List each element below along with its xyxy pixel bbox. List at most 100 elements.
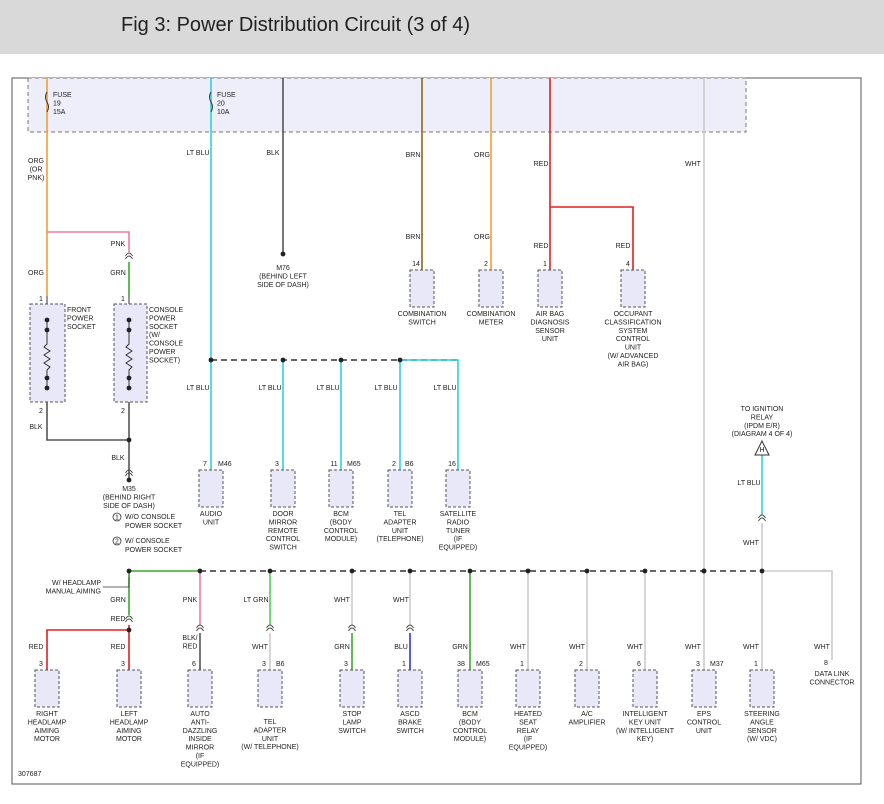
wire-label-ltblu-sat: LT BLU [433,385,456,392]
legend-1-mark [112,512,122,522]
wire-label-brn-14: BRN [406,234,421,241]
eps-control-pin: 3 [696,661,700,668]
wire-label-wht-steer: WHT [743,644,760,651]
wire-label-ltblu-tel: LT BLU [374,385,397,392]
ac-amplifier-pin: 2 [579,661,583,668]
marks [29,91,775,708]
combination-switch-body [409,269,435,308]
bus-junction-dot [267,568,273,574]
ground-dot [126,477,132,483]
wire-label-blk-console: BLK [111,455,125,462]
right-hl-motor-pin: 3 [39,661,43,668]
wire-label-pnk-auto: PNK [183,597,198,604]
wire-label-brn-top: BRN [406,152,421,159]
legend-1-mark-text: 1 [115,515,119,522]
connector-icon [196,624,204,632]
bus-junction-dot [584,568,590,574]
wire-label-org2-top: ORG [474,152,490,159]
wire-label-org-2: ORG [474,234,490,241]
connector-icon [758,514,766,522]
socket-terminal-dot [126,385,132,391]
junction-dot [701,568,707,574]
socket-terminal-dot [44,317,50,323]
bus-junction-dot [407,568,413,574]
bcm-top-body [328,469,354,508]
wire-label-wht-eps: WHT [685,644,702,651]
connector-icon [125,252,133,260]
wire-label-ltblu-top: LT BLU [186,150,209,157]
wire-label-grn-stop: GRN [334,644,350,651]
wire-label-org-front: ORG [28,270,44,277]
audio-unit-body [198,469,224,508]
left-hl-motor-body [116,669,142,708]
socket-terminal-dot [126,327,132,333]
wire-red-branch [550,206,634,270]
front-power-socket-pin-2: 2 [39,408,43,415]
bus-junction-dot [759,568,765,574]
audio-unit-connector-id: M46 [218,461,232,468]
wire-label-wht-dlc: WHT [814,644,831,651]
wire-label-wht-ascd: WHT [393,597,410,604]
wire-label-ltblu-door: LT BLU [258,385,281,392]
wire-label-wht-relay: WHT [743,540,760,547]
bus-junction-dot [642,568,648,574]
tel-adapter-top-connector-id: B6 [405,461,414,468]
bus-junction-dot [467,568,473,574]
eps-control-body [691,669,717,708]
bcm-bot-connector-id: M65 [476,661,490,668]
bus-junction-dot [349,568,355,574]
satellite-tuner-pin: 16 [448,461,456,468]
data-link-pin: 8 [824,660,828,667]
bus-junction-dot [338,357,344,363]
bus-junction-dot [126,568,132,574]
left-hl-motor-pin: 3 [121,661,125,668]
connector-icon [348,624,356,632]
ascd-brake-switch-body [397,669,423,708]
wire-label-wht-top: WHT [685,161,702,168]
fuse-block [27,77,747,133]
socket-terminal-dot [44,385,50,391]
wire-label-wht-seat: WHT [510,644,527,651]
tel-adapter-top-body [387,469,413,508]
junction-mark: H [759,447,764,454]
legend-2-mark [112,536,122,546]
fuse-icon [209,91,213,113]
occupant-unit-pin: 4 [626,261,630,268]
connector-icon [125,469,133,477]
socket-terminal-dot [126,375,132,381]
wire-label-wht-stop: WHT [334,597,351,604]
legend-1-text-line1: W/O CONSOLE [125,514,176,521]
stop-lamp-switch-body [339,669,365,708]
combination-meter-pin: 2 [484,261,488,268]
wire-label-grn-hl: GRN [110,597,126,604]
steering-sensor-body [749,669,775,708]
bus-junction-dot [397,357,403,363]
note-leader [103,577,130,588]
wire-label-red-4: RED [616,243,631,250]
legend-2-text-line1: W/ CONSOLE [125,538,170,545]
ascd-brake-switch-pin: 1 [402,661,406,668]
bcm-bot-pin: 38 [457,661,465,668]
bcm-bot-body [457,669,483,708]
ac-amplifier-body [574,669,600,708]
wire-label-ltgrn-tel: LT GRN [243,597,268,604]
socket-terminal-dot [44,327,50,333]
auto-mirror-pin: 6 [192,661,196,668]
console-power-socket-pin-1: 1 [121,296,125,303]
